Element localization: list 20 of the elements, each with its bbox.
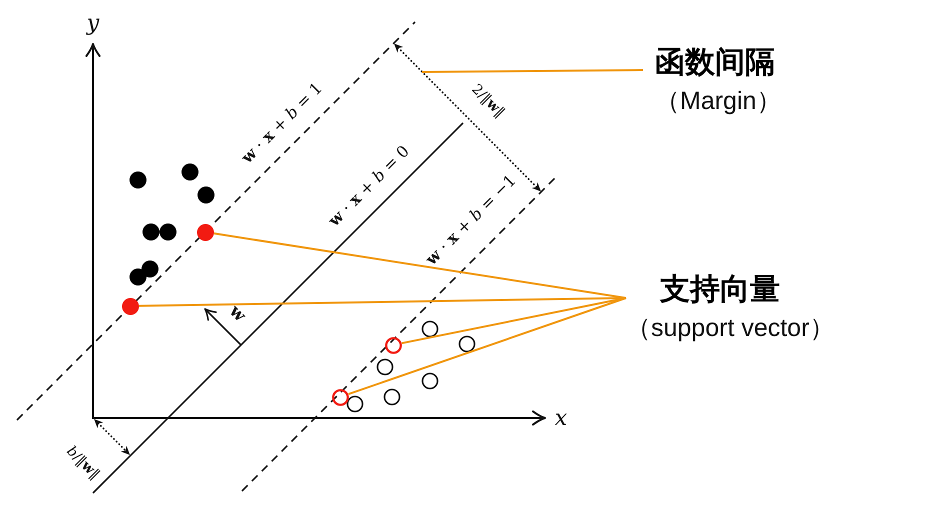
callout-subtitle: （support vector） [626, 313, 834, 343]
callout-title: 支持向量 [660, 272, 780, 308]
leader-line [422, 69, 643, 73]
dimension-label: 2/‖w‖ [469, 82, 507, 120]
callout-title: 函数间隔 [655, 45, 775, 81]
equation-label: w · x + b = −1 [423, 172, 519, 268]
equation-label: w · x + b = 0 [326, 142, 412, 230]
dimension-label: b/‖w‖ [64, 444, 102, 482]
equation-label: w · x + b = 1 [238, 80, 326, 166]
vector-label: w [226, 302, 248, 326]
axis-label: x [554, 408, 568, 430]
support-vector-point [196, 222, 214, 242]
support-vector-point [120, 296, 140, 316]
callout-subtitle: （Margin） [655, 86, 782, 116]
support-vector-point [330, 388, 350, 406]
leader-line [214, 232, 626, 299]
leader-line [402, 297, 626, 344]
leader-line [348, 297, 626, 396]
support-vector-point [384, 336, 402, 354]
axis-label: y [86, 13, 100, 35]
